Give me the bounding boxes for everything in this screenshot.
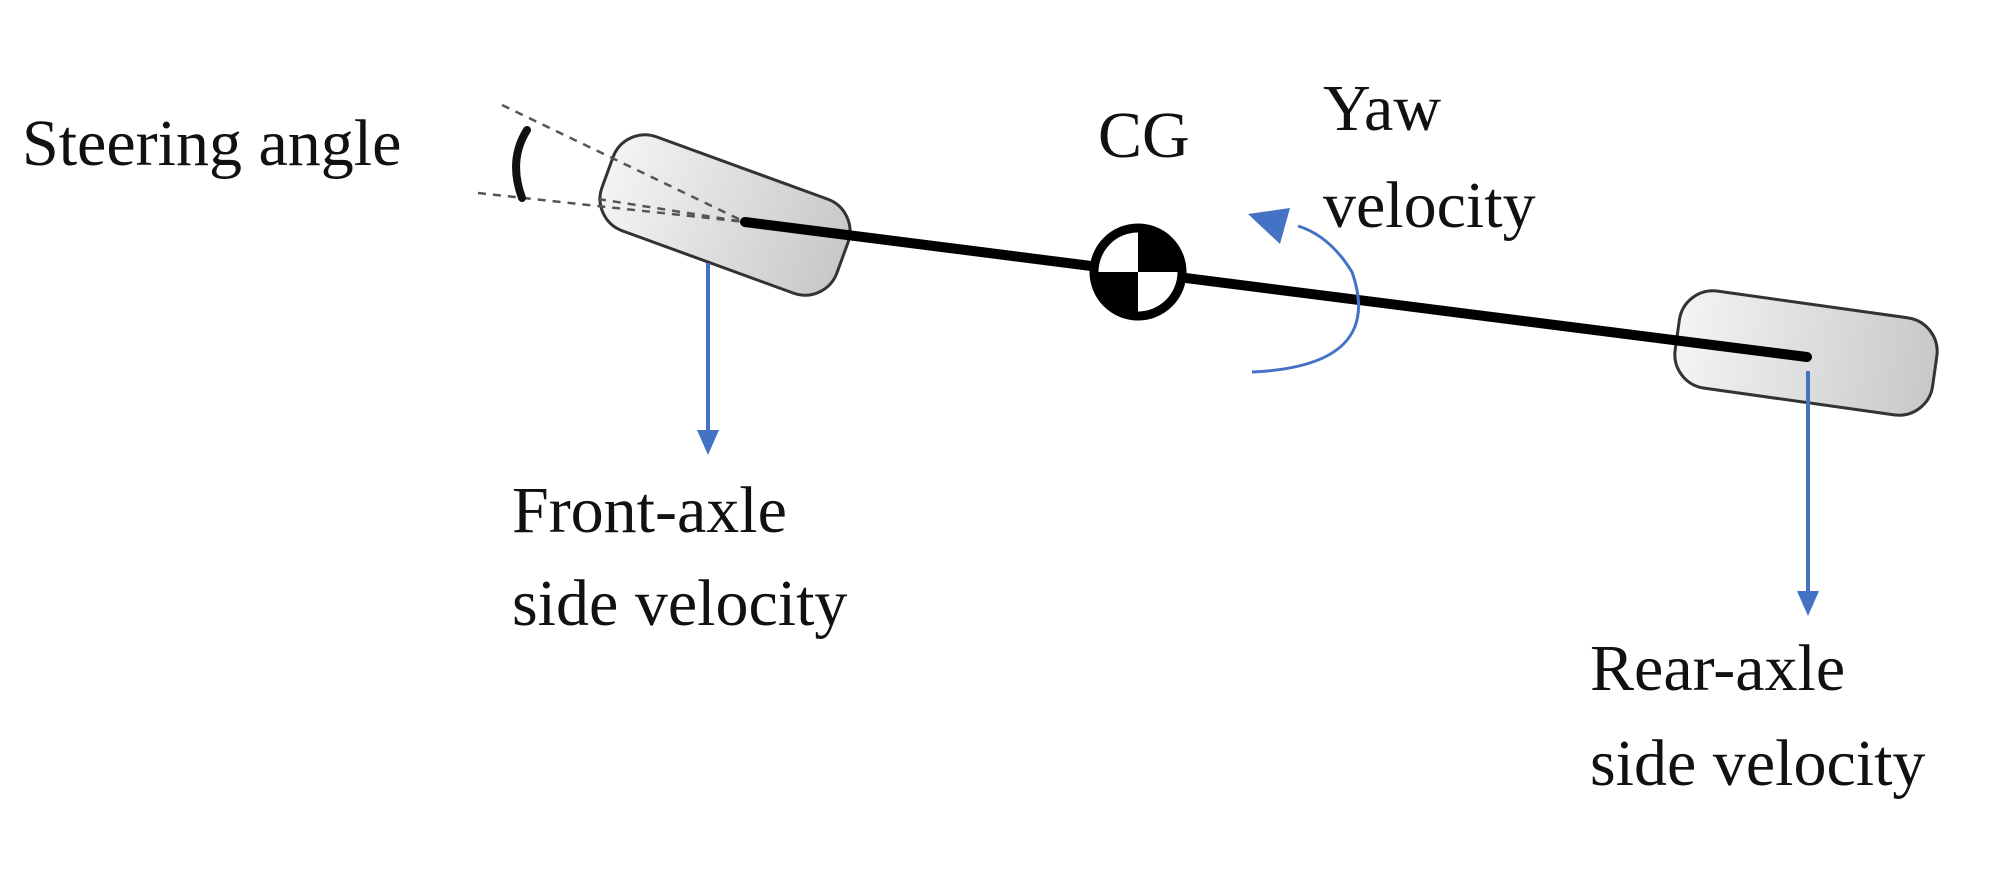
steering-angle-label: Steering angle (22, 107, 401, 180)
rear-axle-velocity-arrow (1797, 371, 1819, 616)
rear-axle-label-line2: side velocity (1590, 727, 1925, 800)
front-axle-label-line1: Front-axle (512, 474, 787, 547)
front-wheel (598, 133, 852, 297)
yaw-velocity-label-line1: Yaw (1323, 72, 1441, 145)
cg-symbol (1089, 223, 1187, 321)
rear-axle-label-line1: Rear-axle (1590, 632, 1845, 705)
yaw-velocity-label-line2: velocity (1323, 169, 1536, 242)
yaw-velocity-arrow (1248, 208, 1361, 374)
vehicle-axle (740, 217, 1812, 362)
steering-angle-lines (477, 103, 746, 224)
front-axle-velocity-arrow (697, 263, 719, 455)
steering-angle-arc (512, 126, 531, 202)
front-axle-label-line2: side velocity (512, 567, 847, 640)
cg-label: CG (1098, 99, 1190, 172)
